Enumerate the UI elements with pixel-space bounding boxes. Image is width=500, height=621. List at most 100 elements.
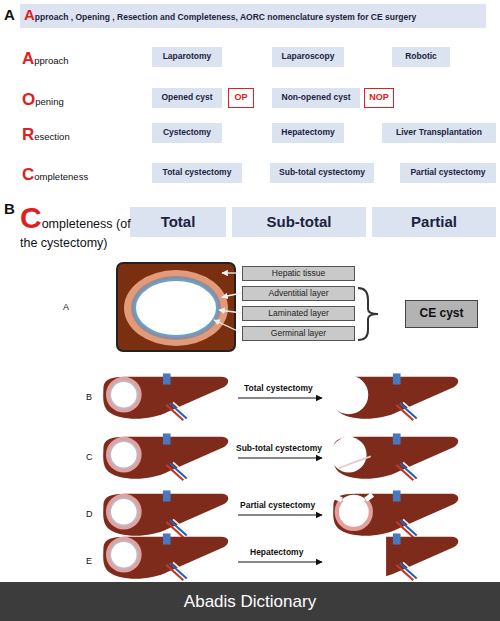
adventitial-layer <box>124 270 228 346</box>
laminated-layer <box>131 276 221 340</box>
arrow-label: Total cystectomy <box>244 383 344 393</box>
figure-letter: D <box>86 509 98 519</box>
option-box: Partial cystectomy <box>400 163 496 183</box>
box-text: Laparoscopy <box>282 52 335 61</box>
layer-label-box: Germinal layer <box>242 326 355 341</box>
hilum <box>393 373 420 420</box>
box-text: Adventitial layer <box>268 289 328 298</box>
box-text: Cystectomy <box>163 128 211 137</box>
liver-before <box>103 490 228 537</box>
option-box: Laparoscopy <box>272 47 344 67</box>
opening <box>333 495 372 500</box>
hilum <box>163 373 190 420</box>
panel-letter: B <box>4 200 20 217</box>
hilum <box>393 433 420 480</box>
box-text: Non-opened cyst <box>282 93 351 102</box>
hilum <box>163 433 190 480</box>
box-text: Total cystectomy <box>163 168 232 177</box>
box-text: OP <box>234 93 247 103</box>
liver-after <box>329 373 458 420</box>
layer-label-box: Hepatic tissue <box>242 266 355 281</box>
box-text: Total <box>161 214 196 231</box>
cyst-shape <box>106 494 142 530</box>
hilum <box>393 533 420 580</box>
cyst-shape <box>106 537 142 573</box>
remnant-wall <box>337 500 371 529</box>
figure-letter: B <box>86 392 98 402</box>
leader-line <box>219 310 242 313</box>
box-text: Partial <box>411 214 457 231</box>
panel-letter: A <box>4 6 20 23</box>
title-band <box>20 4 486 28</box>
leader-line <box>222 293 242 297</box>
option-box: Cystectomy <box>152 123 222 143</box>
row-label: Approach <box>22 49 142 69</box>
leader-line <box>222 272 242 273</box>
cyst-shape <box>106 377 142 413</box>
arrow <box>238 561 322 562</box>
row-label: Resection <box>22 125 142 145</box>
arrow-label: Hepatectomy <box>250 547 340 557</box>
box-text: Partial cystectomy <box>410 168 485 177</box>
box-text: Sub-total <box>267 214 332 231</box>
option-box: Hepatectomy <box>272 123 344 143</box>
box-text: Robotic <box>405 52 437 61</box>
option-box: Total cystectomy <box>152 163 242 183</box>
resected-cavity <box>329 375 368 414</box>
option-box: Robotic <box>392 47 450 67</box>
box-text: Laparotomy <box>163 52 212 61</box>
row-label: Completeness <box>22 165 142 185</box>
header-box: Partial <box>372 207 496 237</box>
liver-block <box>117 263 235 351</box>
header-box: Total <box>130 207 226 237</box>
option-box: Non-opened cyst <box>272 88 360 108</box>
code-box: NOP <box>364 88 394 108</box>
layer-label-box: Adventitial layer <box>242 286 355 301</box>
liver-before <box>103 433 228 480</box>
watermark: Abadis Dictionary <box>0 592 500 612</box>
hilum <box>163 533 190 580</box>
arrow <box>238 514 322 515</box>
hilum <box>163 490 190 537</box>
option-box: Opened cyst <box>152 88 222 108</box>
liver-before <box>103 373 228 420</box>
arrow <box>238 457 322 458</box>
remaining-liver <box>386 533 458 580</box>
figure-letter: E <box>86 556 98 566</box>
box-text: Hepatic tissue <box>272 269 325 278</box>
resected-cavity <box>331 437 367 473</box>
figure-letter: C <box>86 452 98 462</box>
box-text: Laminated layer <box>268 309 328 318</box>
hilum <box>393 490 420 537</box>
box-text: Germinal layer <box>271 329 326 338</box>
bracket <box>358 288 378 340</box>
leader-line <box>214 320 242 333</box>
cyst-shape <box>106 437 142 473</box>
liver-after <box>331 433 458 480</box>
box-text: Sub-total cystectomy <box>279 168 365 177</box>
layer-label-box: Laminated layer <box>242 306 355 321</box>
option-box: Liver Transplantation <box>382 123 496 143</box>
watermark-bar <box>0 582 500 621</box>
arrow <box>238 397 322 398</box>
remnant-line <box>339 456 371 468</box>
box-text: CE cyst <box>419 307 463 320</box>
box-text: Opened cyst <box>161 93 212 102</box>
figure-letter: A <box>63 302 77 312</box>
liver-after <box>333 490 458 537</box>
title: Approach , Opening , Resection and Compl… <box>24 6 482 26</box>
option-box: Sub-total cystectomy <box>270 163 374 183</box>
box-text: Liver Transplantation <box>396 128 482 137</box>
arrow-label: Partial cystectomy <box>240 500 340 510</box>
opened-cavity <box>337 495 371 529</box>
liver-before <box>103 533 228 580</box>
liver-after <box>333 533 458 580</box>
code-box: OP <box>228 88 254 108</box>
option-box: Laparotomy <box>152 47 222 67</box>
box-text: NOP <box>369 93 389 103</box>
row-label: Opening <box>22 90 142 110</box>
header-box: Sub-total <box>232 207 366 237</box>
germinal-layer <box>135 280 217 336</box>
arrow-label: Sub-total cystectomy <box>236 443 346 453</box>
